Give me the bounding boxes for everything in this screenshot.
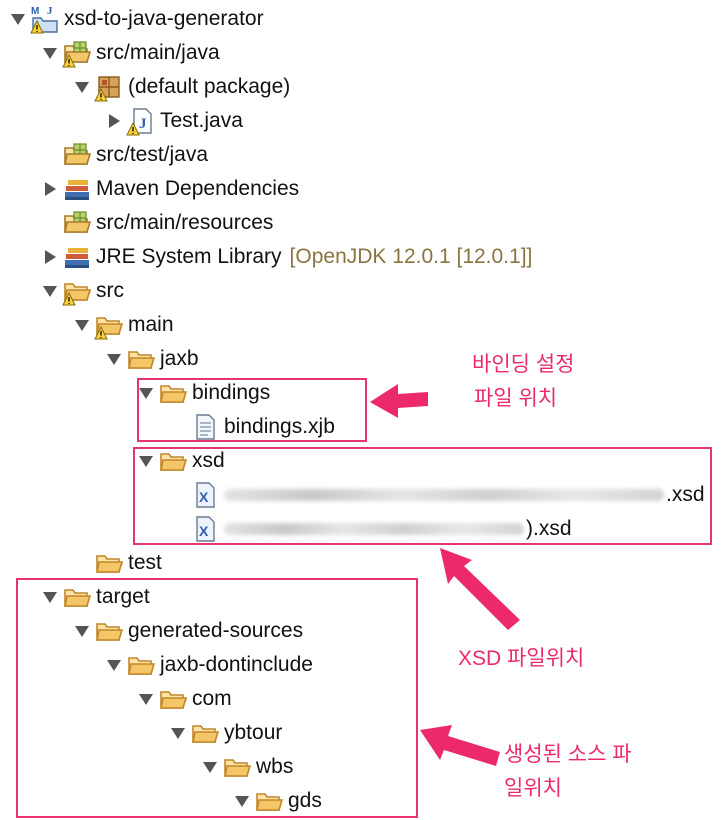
tree-item-default-package[interactable]: (default package) xyxy=(74,70,290,104)
tree-item-wbs[interactable]: wbs xyxy=(202,750,293,784)
tree-item-xsd-file-2[interactable]: ).xsd xyxy=(170,512,572,546)
annotation-generated-line2: 일위치 xyxy=(504,777,562,800)
tree-item-label: xsd xyxy=(192,449,225,472)
blurred-filename xyxy=(224,523,524,535)
tree-item-label: com xyxy=(192,687,232,710)
tree-item-src[interactable]: src xyxy=(42,274,124,308)
tree-item-label: generated-sources xyxy=(128,619,304,642)
tree-item-xsd-file-1[interactable]: .xsd xyxy=(170,478,705,512)
blurred-filename xyxy=(224,489,664,501)
tree-item-jre-system-library[interactable]: JRE System Library [OpenJDK 12.0.1 [12.0… xyxy=(42,240,532,274)
tree-item-main[interactable]: main xyxy=(74,308,174,342)
tree-item-bindings-xjb[interactable]: bindings.xjb xyxy=(170,410,335,444)
tree-item-bindings[interactable]: bindings xyxy=(138,376,270,410)
tree-item-target[interactable]: target xyxy=(42,580,150,614)
annotation-bindings-line2: 파일 위치 xyxy=(474,387,558,410)
tree-item-label: ybtour xyxy=(224,721,283,744)
xsd-extension-label: .xsd xyxy=(666,483,705,506)
arrow-to-target xyxy=(420,725,500,766)
tree-item-src-test-java[interactable]: src/test/java xyxy=(42,138,208,172)
highlight-box-xsd xyxy=(133,447,712,545)
tree-item-label: wbs xyxy=(256,755,294,778)
tree-item-label: jaxb xyxy=(160,347,199,370)
highlight-box-target xyxy=(16,578,418,818)
tree-item-label: main xyxy=(128,313,174,336)
tree-item-label: src/test/java xyxy=(96,143,209,166)
tree-item-label: src/main/java xyxy=(96,41,220,64)
tree-item-src-main-java[interactable]: src/main/java xyxy=(42,36,220,70)
tree-item-label: gds xyxy=(288,789,322,812)
tree-item-label: xsd-to-java-generator xyxy=(64,7,264,30)
tree-item-project[interactable]: xsd-to-java-generator xyxy=(10,2,264,36)
highlight-box-bindings xyxy=(137,378,367,442)
tree-item-xsd[interactable]: xsd xyxy=(138,444,225,478)
annotation-xsd: XSD 파일위치 xyxy=(458,647,585,670)
tree-item-label: test xyxy=(128,551,162,574)
tree-item-label: bindings.xjb xyxy=(224,415,335,438)
tree-item-gds[interactable]: gds xyxy=(234,784,322,818)
tree-item-label: src/main/resources xyxy=(96,211,274,234)
xsd-extension-label: ).xsd xyxy=(526,517,572,540)
tree-item-com[interactable]: com xyxy=(138,682,232,716)
tree-item-label: (default package) xyxy=(128,75,291,98)
tree-item-test-java[interactable]: Test.java xyxy=(106,104,243,138)
tree-item-label: JRE System Library xyxy=(96,245,282,268)
jre-version-label: [OpenJDK 12.0.1 [12.0.1]] xyxy=(289,245,533,268)
arrow-to-xsd xyxy=(440,548,520,630)
tree-item-label: target xyxy=(96,585,150,608)
tree-item-generated-sources[interactable]: generated-sources xyxy=(74,614,303,648)
tree-item-label: src xyxy=(96,279,124,302)
tree-item-ybtour[interactable]: ybtour xyxy=(170,716,282,750)
tree-item-jaxb[interactable]: jaxb xyxy=(106,342,199,376)
arrow-to-bindings xyxy=(370,384,428,418)
tree-item-label: jaxb-dontinclude xyxy=(160,653,313,676)
tree-item-jaxb-dontinclude[interactable]: jaxb-dontinclude xyxy=(106,648,313,682)
annotation-generated-line1: 생성된 소스 파 xyxy=(504,743,632,766)
tree-item-test[interactable]: test xyxy=(74,546,162,580)
tree-item-label: Maven Dependencies xyxy=(96,177,300,200)
annotation-bindings-line1: 바인딩 설정 xyxy=(472,353,575,376)
tree-item-src-main-resources[interactable]: src/main/resources xyxy=(42,206,273,240)
tree-item-label: Test.java xyxy=(160,109,243,132)
tree-item-maven-dependencies[interactable]: Maven Dependencies xyxy=(42,172,299,206)
tree-item-label: bindings xyxy=(192,381,271,404)
